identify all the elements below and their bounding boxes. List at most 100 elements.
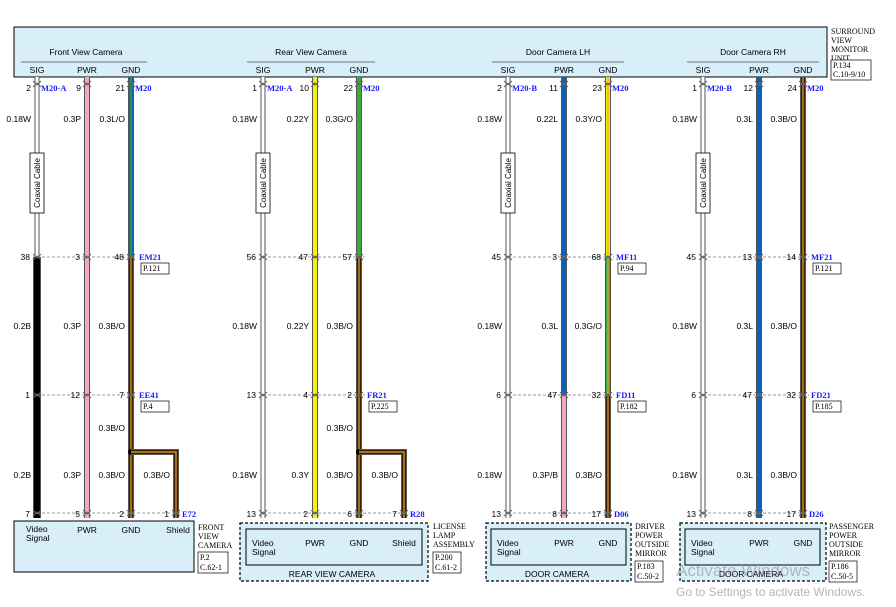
cam3-label-signal: Signal [691,547,715,557]
chev-mid2-1-0-up [258,393,268,399]
unit-pin-0-0: 2 [26,83,31,93]
chev-mid2-1-0-down [258,391,268,397]
unit-pin-2-1: 11 [549,83,558,93]
chev-mid2-0-1-up [82,393,92,399]
chev-mid2-1-1-up [310,393,320,399]
chev-cam-0-1-down [82,509,92,515]
size3-3-2: 0.3B/O [771,470,798,480]
cam2-label-signal: Signal [497,547,521,557]
chev-mid1-1-0-down [258,253,268,259]
chev-mid1-1-0-up [258,255,268,261]
chev-mid2-2-2-down [603,391,613,397]
chev-mid2-0-1-down [82,391,92,397]
chev-cam-0-3-up [171,511,181,517]
cam0-label-gnd: GND [122,525,141,535]
coax-label-0: Coaxial Cable [33,158,42,208]
coax-box-3 [695,152,711,214]
chev-mid1-2-1-down [559,253,569,259]
cam1-title-2: ASSEMBLY [433,540,475,549]
cam-pin-0-0: 7 [25,509,30,519]
chev-top-0-1-down [82,80,92,86]
chev-mid2-3-2-down [798,391,808,397]
cam2-label-pwr: PWR [554,538,574,548]
cam1-title-1: LAMP [433,531,456,540]
chev-cam-2-2-up [603,511,613,517]
size3-2-1: 0.3P/B [532,470,558,480]
chev-top-0-0-down [32,80,42,86]
cam2-box-title: DOOR CAMERA [525,569,590,579]
cam2-ref-box [634,560,664,583]
size1-1-1: 0.22Y [287,114,310,124]
cam3-ref-line-1: C.50-5 [831,572,853,581]
unit-pin-0-2: 21 [116,83,126,93]
mid1-ref-box-2 [617,262,647,275]
chev-cam-1-2-down [354,509,364,515]
unit-pin-label-3-2: GND [794,65,813,75]
cam-pin-1-3: 7 [392,509,397,519]
cam1-label-video: Video [252,538,274,548]
chev-cam-0-0-up [32,511,42,517]
size2-1-1: 0.22Y [287,321,310,331]
chev-mid1-0-0-up [32,255,42,261]
cam1-label-signal: Signal [252,547,276,557]
chev-mid1-2-0-up [503,255,513,261]
conn-top-a-1: M20-A [267,83,293,93]
conn-top-a-3: M20-B [707,83,732,93]
unit-group-2: Door Camera LH [526,47,590,57]
mid1-pin-3-0: 45 [687,252,697,262]
chev-mid2-3-1-down [754,391,764,397]
unit-pin-label-0-1: PWR [77,65,97,75]
chev-cam-0-0-down [32,509,42,515]
cam0-label-video: Video [26,524,48,534]
cam0-title-2: CAMERA [198,541,232,550]
unit-pin-2-0: 2 [497,83,502,93]
unit-pin-label-3-1: PWR [749,65,769,75]
chev-top-3-2-up [798,82,808,88]
mid2-ref-0: P.4 [143,402,153,411]
shield-outline-0 [131,449,179,518]
unit-pin-2-2: 23 [593,83,603,93]
cam1-ref-line-1: C.61-2 [435,563,457,572]
chev-mid1-0-1-down [82,253,92,259]
chev-cam-0-3-down [171,509,181,515]
size3-1-2: 0.3B/O [327,470,354,480]
chev-mid1-1-1-up [310,255,320,261]
unit-group-1: Rear View Camera [275,47,347,57]
chev-top-1-2-up [354,82,364,88]
mid1-ref-3: P.121 [815,264,833,273]
unit-label-line-2: MONITOR [831,45,869,54]
chev-top-1-0-up [258,82,268,88]
chev-mid1-1-2-down [354,253,364,259]
cam3-title-1: POWER [829,531,858,540]
size3-3-1: 0.3L [736,470,753,480]
mid1-conn-2: MF11 [616,252,637,262]
chev-cam-1-0-up [258,511,268,517]
cam2-ref-line-0: P.183 [637,562,655,571]
chev-cam-1-1-up [310,511,320,517]
chev-top-2-0-down [503,80,513,86]
conn-top-b-1: M20 [363,83,380,93]
unit-pin-label-1-0: SIG [256,65,271,75]
cam-pin-2-1: 8 [552,509,557,519]
size3-2-2: 0.3B/O [576,470,603,480]
chev-mid2-2-1-down [559,391,569,397]
mid2-ref-box-2 [617,400,647,413]
coax-label-2: Coaxial Cable [504,158,513,208]
chev-cam-2-1-up [559,511,569,517]
chev-top-2-1-up [559,82,569,88]
chev-mid2-2-2-up [603,393,613,399]
cam1-title-0: LICENSE [433,522,466,531]
mid1-pin-0-1: 3 [75,252,80,262]
chev-mid2-3-0-down [698,391,708,397]
unit-ref-box [830,59,872,81]
cam-conn-3: D26 [809,509,824,519]
mid2-ref-box-3 [812,400,842,413]
mid2-pin-2-0: 6 [496,390,501,400]
size2-2-2: 0.3G/O [575,321,603,331]
size2-3-2: 0.3B/O [771,321,798,331]
mid1-pin-2-0: 45 [492,252,502,262]
chev-mid2-2-0-up [503,393,513,399]
front-camera-box [13,520,195,573]
cam2-ref-line-1: C.50-2 [637,572,659,581]
chev-top-3-0-down [698,80,708,86]
